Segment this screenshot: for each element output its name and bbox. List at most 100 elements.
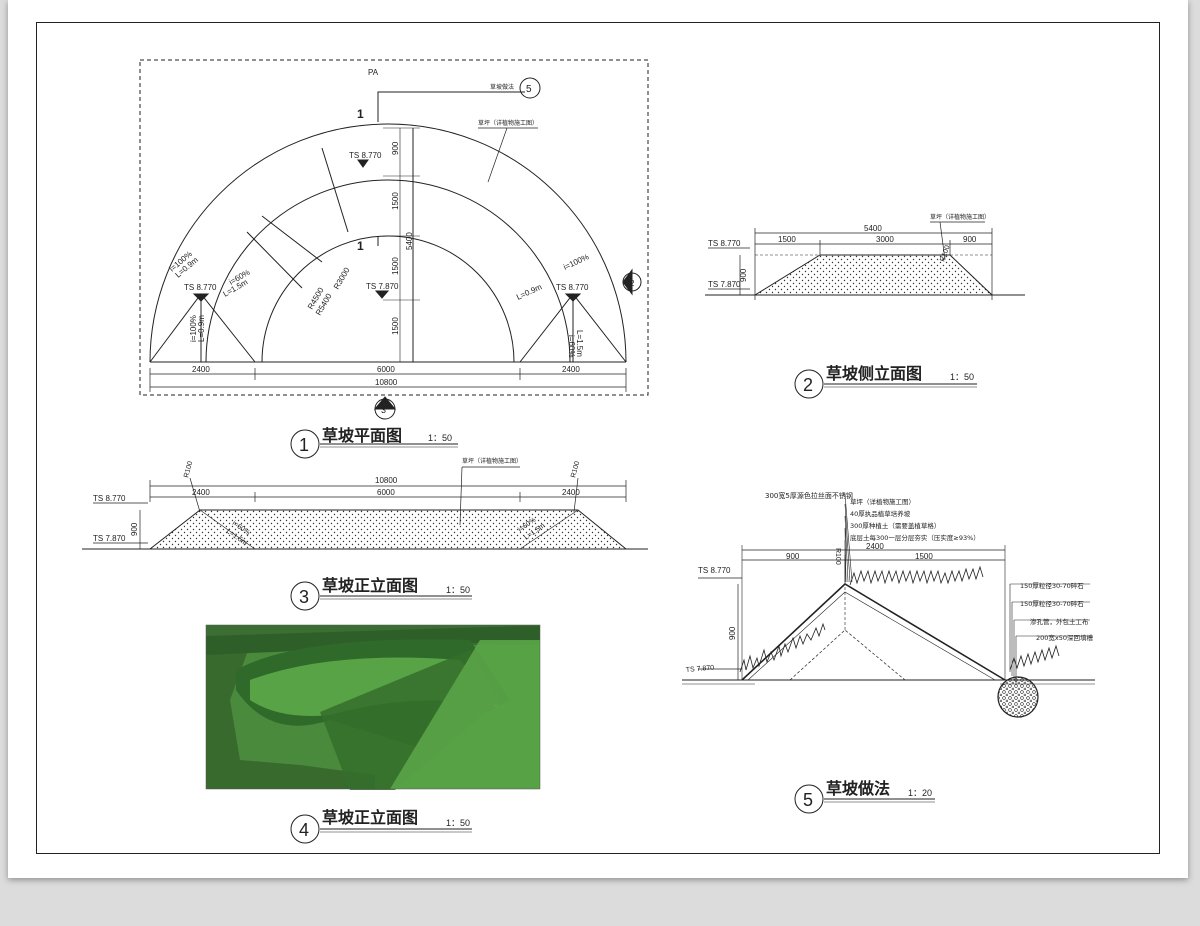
render-number-circle: [290, 814, 320, 844]
render-right-lawn: [390, 640, 540, 789]
plan-section-mark-1: 1: [357, 107, 364, 121]
detail-note-1: 150厚粒径30-70碎石: [1020, 581, 1084, 590]
side-dim-1500: 1500: [778, 235, 796, 244]
plan-grass-note: 草坪（详植物施工图）: [478, 119, 538, 127]
plan-callout-ref: 5: [526, 84, 532, 95]
detail-layer-2: 40厚执品植草培养坡: [850, 509, 911, 518]
detail-scale: 1：20: [908, 788, 932, 798]
plan-number-circle: [290, 429, 320, 459]
render-scale: 1：50: [446, 818, 470, 828]
side-title: 草坡侧立面图: [826, 364, 922, 383]
detail-dim-900: 900: [786, 552, 800, 561]
detail-height-900: 900: [728, 626, 737, 640]
plan-dim-1500b: 1500: [391, 257, 400, 275]
drawing-sheet: [8, 0, 1188, 878]
side-number-circle: [794, 369, 824, 399]
front-r100r: R100: [570, 460, 581, 478]
detail-dim-1500: 1500: [915, 552, 933, 561]
plan-level-mid: TS 7.870: [366, 282, 399, 291]
plan-slope-right2: i=100%: [562, 252, 590, 272]
plan-boundary: [139, 59, 649, 396]
front-dim-2400l: 2400: [192, 488, 210, 497]
plan-slope-right1: L=0.9m: [515, 282, 543, 302]
front-mound: [148, 509, 628, 550]
drawing-frame: [36, 22, 1160, 854]
plan-dim-5400: 5400: [405, 232, 414, 250]
detail-mound: [741, 583, 1006, 681]
detail-dim-2400: 2400: [866, 542, 884, 551]
side-number: 2: [803, 375, 813, 395]
detail-level-top: TS 8.770: [698, 566, 731, 575]
side-level-bottom: TS 7.870: [708, 280, 741, 289]
detail-r100: R100: [834, 548, 841, 565]
side-dim-3000: 3000: [876, 235, 894, 244]
front-scale: 1：50: [446, 585, 470, 595]
plan-level-right: TS 8.770: [556, 283, 589, 292]
outer-arc: [149, 123, 627, 363]
side-grass-note: 草坪（详植物施工图）: [930, 213, 990, 221]
detail-drain: [997, 676, 1039, 718]
plan-level-top: TS 8.770: [349, 151, 382, 160]
front-level-bottom: TS 7.870: [93, 534, 126, 543]
front-dim-2400r: 2400: [562, 488, 580, 497]
front-grass-note: 草坪（详植物施工图）: [462, 457, 522, 465]
plan-slope-rv1: i=60%: [567, 335, 576, 357]
render-number: 4: [299, 820, 309, 840]
middle-arc: [205, 179, 571, 363]
plan-callout-text: 草坡做法: [490, 83, 514, 91]
plan-side-ref: 2: [630, 279, 635, 288]
side-view: [705, 221, 1025, 399]
detail-note-2: 150厚粒径30-70碎石: [1020, 599, 1084, 608]
plan-slope-v2: L=0.9m: [197, 315, 206, 342]
plan-slope-rv2: L=1.5m: [575, 330, 584, 357]
plan-dim-10800: 10800: [375, 378, 398, 387]
front-number: 3: [299, 587, 309, 607]
render-hedge-top: [206, 626, 540, 655]
detail-number: 5: [803, 790, 813, 810]
detail-layer-4: 底层土每300一层分层夯实（压实度≥93%）: [850, 533, 980, 542]
plan-title: 草坡平面图: [322, 426, 402, 445]
plan-dim-1500c: 1500: [391, 317, 400, 335]
render-view: [205, 624, 541, 844]
plan-section-mark-2: 1: [357, 239, 364, 253]
front-dim-6000: 6000: [377, 488, 395, 497]
side-dim-900: 900: [963, 235, 977, 244]
front-level-top: TS 8.770: [93, 494, 126, 503]
plan-r3000: R3000: [332, 266, 352, 291]
plan-number: 1: [299, 435, 309, 455]
front-dim-10800: 10800: [375, 476, 398, 485]
front-title: 草坡正立面图: [322, 576, 418, 595]
side-mound: [753, 254, 994, 296]
detail-level-bottom: TS 7.870: [686, 665, 715, 674]
plan-scale: 1：50: [428, 433, 452, 443]
plan-level-left: TS 8.770: [184, 283, 217, 292]
detail-grass: [739, 565, 1060, 673]
side-scale: 1：50: [950, 372, 974, 382]
plan-elev-ref: 3: [381, 405, 386, 415]
detail-view: [682, 493, 1095, 814]
plan-dim-900: 900: [391, 141, 400, 155]
detail-layer-3: 300厚种植土（需要盖植草格）: [850, 521, 940, 530]
side-height-900: 900: [739, 268, 748, 282]
plan-view: [139, 59, 649, 459]
side-dim-5400: 5400: [864, 224, 882, 233]
plan-pa: PA: [368, 68, 379, 77]
front-view: [82, 466, 648, 611]
front-number-circle: [290, 581, 320, 611]
detail-top-note: 300宽5厚源色拉丝面不锈钢: [765, 491, 853, 500]
plan-dim-6000: 6000: [377, 365, 395, 374]
plan-dim-2400r: 2400: [562, 365, 580, 374]
side-level-top: TS 8.770: [708, 239, 741, 248]
detail-note-3: 渗孔管，外包土工布: [1030, 617, 1089, 626]
detail-title: 草坡做法: [826, 779, 890, 798]
detail-note-4: 200宽x50深回填槽: [1036, 633, 1094, 642]
plan-slope-v1: i=100%: [189, 315, 198, 342]
callout-ref-circle: [519, 77, 541, 99]
front-height-900: 900: [130, 522, 139, 536]
plan-dim-1500a: 1500: [391, 192, 400, 210]
detail-layer-1: 草坪（详植物施工图）: [850, 497, 915, 506]
render-title: 草坡正立面图: [322, 808, 418, 827]
detail-number-circle: [794, 784, 824, 814]
front-r100l: R100: [183, 460, 194, 478]
